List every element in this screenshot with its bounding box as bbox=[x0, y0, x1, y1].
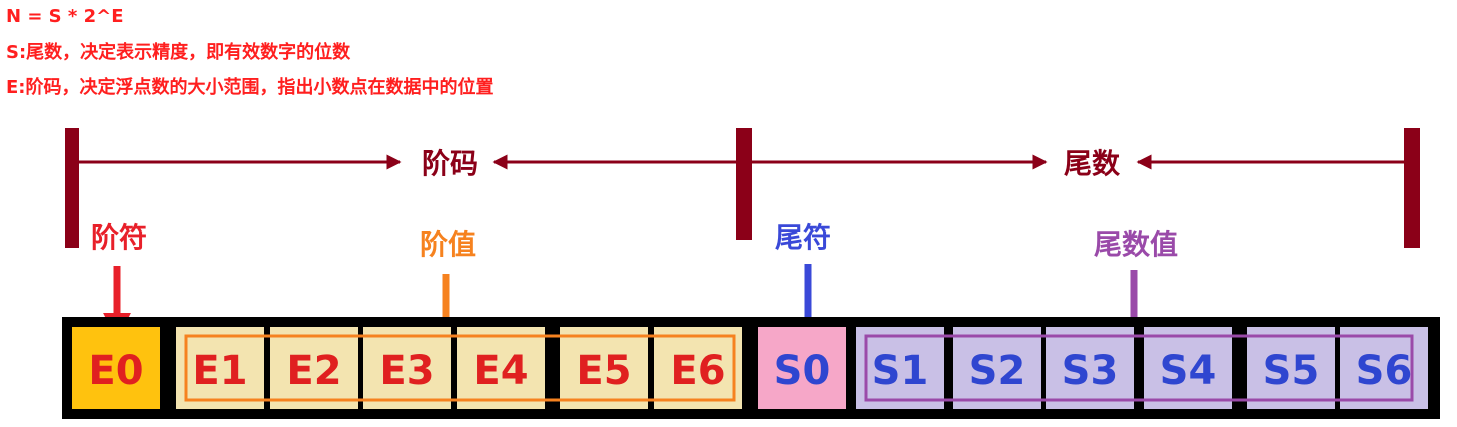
mantissa-value-group-outline bbox=[864, 334, 1414, 402]
cell-e0 bbox=[72, 327, 160, 409]
cell-label-e6: E6 bbox=[670, 348, 725, 394]
exponent-sign-label: 阶符 bbox=[91, 221, 147, 254]
range-bar-middle bbox=[736, 128, 752, 240]
cell-label-e1: E1 bbox=[192, 348, 247, 394]
mantissa-value-label: 尾数值 bbox=[1094, 228, 1178, 261]
cell-s5 bbox=[1247, 327, 1335, 409]
cell-label-s1: S1 bbox=[872, 348, 929, 394]
cell-e2 bbox=[270, 327, 358, 409]
cell-label-e3: E3 bbox=[379, 348, 434, 394]
cell-s0 bbox=[758, 327, 846, 409]
cell-e1 bbox=[176, 327, 264, 409]
cell-s3 bbox=[1046, 327, 1134, 409]
mantissa-range-label: 尾数 bbox=[1064, 147, 1121, 180]
cell-label-e5: E5 bbox=[576, 348, 631, 394]
formula-line-3: E:阶码，决定浮点数的大小范围，指出小数点在数据中的位置 bbox=[6, 77, 494, 98]
cell-e6 bbox=[654, 327, 742, 409]
exponent-value-group-outline bbox=[184, 334, 736, 402]
bit-field-band bbox=[62, 317, 1440, 419]
cell-s4 bbox=[1144, 327, 1232, 409]
cell-label-e4: E4 bbox=[473, 348, 528, 394]
exponent-value-label: 阶值 bbox=[420, 228, 476, 261]
cell-label-s3: S3 bbox=[1062, 348, 1119, 394]
cell-s2 bbox=[953, 327, 1041, 409]
exponent-range-label: 阶码 bbox=[422, 147, 478, 180]
cell-s1 bbox=[856, 327, 944, 409]
range-bar-right bbox=[1404, 128, 1420, 248]
cell-label-s5: S5 bbox=[1263, 348, 1320, 394]
bit-cells: E0 E1 E2 E3 E4 E5 E6 S0 S1 S2 S3 S4 S5 S6 bbox=[72, 327, 1428, 409]
mantissa-sign-label: 尾符 bbox=[775, 221, 831, 254]
cell-e4 bbox=[457, 327, 545, 409]
cell-label-e2: E2 bbox=[286, 348, 341, 394]
cell-label-s4: S4 bbox=[1160, 348, 1217, 394]
range-bar-left bbox=[65, 128, 79, 248]
cell-label-s6: S6 bbox=[1356, 348, 1413, 394]
cell-e5 bbox=[560, 327, 648, 409]
formula-line-2: S:尾数，决定表示精度，即有效数字的位数 bbox=[6, 42, 351, 63]
cell-e3 bbox=[363, 327, 451, 409]
cell-label-s0: S0 bbox=[774, 348, 831, 394]
formula-line-1: N = S * 2^E bbox=[6, 6, 124, 27]
cell-label-e0: E0 bbox=[88, 348, 143, 394]
cell-label-s2: S2 bbox=[969, 348, 1026, 394]
